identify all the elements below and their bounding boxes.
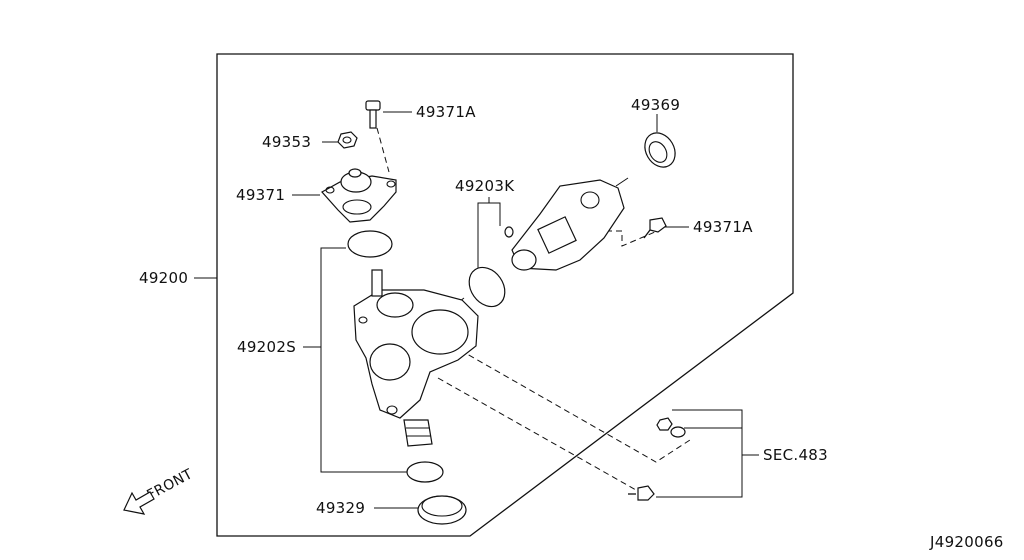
valve-assembly-part (504, 177, 629, 271)
diagram-reference-number: J4920066 (929, 533, 1004, 551)
front-arrow-icon (123, 491, 155, 515)
sec-483-bolt-part (628, 485, 655, 501)
gear-housing-49200-part (353, 269, 479, 447)
label-49371A-top[interactable]: 49371A (416, 103, 476, 121)
seal-49369-part (644, 132, 676, 168)
sec-483-nut-part (656, 417, 673, 431)
oring-49203K-part (468, 266, 506, 308)
dash-housing-to-sec483-top (459, 349, 691, 463)
label-49371[interactable]: 49371 (236, 186, 285, 204)
seal-49329-part (417, 495, 467, 525)
leader-sec-483 (656, 409, 743, 498)
label-49203K[interactable]: 49203K (455, 177, 515, 195)
bolt-49371A-right-part (643, 217, 667, 239)
label-49202S[interactable]: 49202S (237, 338, 296, 356)
leader-49202S (320, 247, 408, 473)
label-sec-483[interactable]: SEC.483 (763, 446, 828, 464)
dash-49371A-right (606, 230, 656, 247)
cover-49371-part (321, 168, 397, 223)
bolt-49371A-top-part (365, 100, 381, 129)
label-49329[interactable]: 49329 (316, 499, 365, 517)
dash-bolt-to-cover (376, 127, 390, 173)
label-49353[interactable]: 49353 (262, 133, 311, 151)
sec-483-washer-part (670, 426, 686, 438)
gasket-part (347, 230, 393, 258)
label-49371A-right[interactable]: 49371A (693, 218, 753, 236)
assembly-frame (216, 53, 794, 537)
leader-49203K (477, 202, 501, 268)
seal-ring-part (406, 461, 444, 483)
nut-49353-part (337, 131, 358, 149)
label-49369[interactable]: 49369 (631, 96, 680, 114)
label-49200[interactable]: 49200 (139, 269, 188, 287)
dash-housing-to-sec483-bolt (437, 377, 637, 491)
